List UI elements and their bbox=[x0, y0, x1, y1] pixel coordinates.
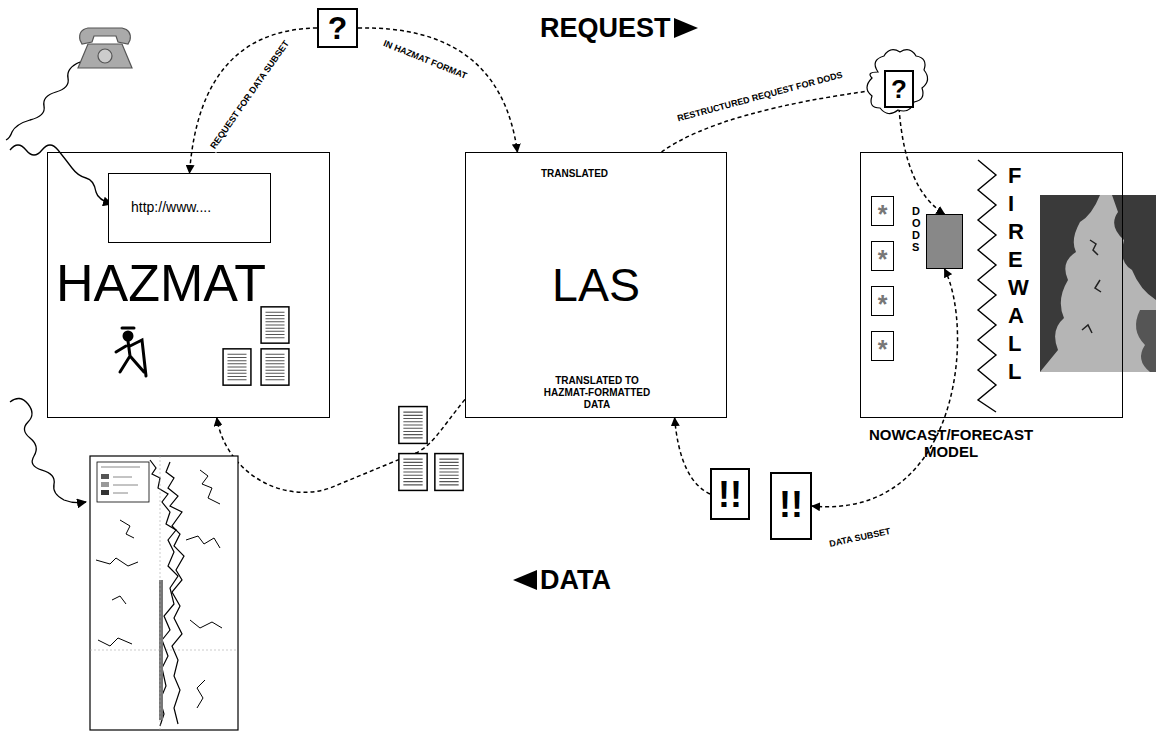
person-icon bbox=[116, 328, 146, 376]
node-text: http://www.... bbox=[131, 198, 211, 216]
firewall-zigzag bbox=[978, 160, 996, 412]
node-text: TRANSLATED TO HAZMAT-FORMATTED DATA bbox=[532, 375, 662, 411]
node-text: ? bbox=[319, 10, 356, 46]
data-cell: * bbox=[871, 241, 894, 271]
system-box: HAZMAT http://www.... bbox=[47, 152, 330, 418]
request-document: ? bbox=[317, 8, 358, 48]
node-text: HAZMAT bbox=[56, 253, 266, 313]
request-document: ? bbox=[884, 70, 914, 108]
flow-connector bbox=[358, 28, 517, 152]
result-map bbox=[90, 456, 238, 730]
connector-label: RESTRUCTURED REQUEST FOR DODS bbox=[674, 69, 845, 125]
flow-connector bbox=[675, 418, 710, 494]
firewall-label: FIREWALL bbox=[1008, 162, 1023, 386]
flow-connector bbox=[217, 399, 465, 492]
node-text: * bbox=[872, 289, 893, 319]
request-cloud bbox=[867, 50, 928, 114]
data-cell: * bbox=[871, 331, 894, 361]
model-box: NOWCAST/FORECAST MODEL****DODS bbox=[860, 152, 1123, 418]
connector-label: DATA SUBSET bbox=[826, 526, 893, 551]
node-text: !! bbox=[772, 484, 810, 526]
document-icons bbox=[223, 307, 463, 491]
flow-connector bbox=[812, 269, 958, 507]
flow-heading: DATA bbox=[540, 564, 611, 596]
node-text: ? bbox=[886, 72, 912, 106]
telephone-icon bbox=[78, 28, 132, 68]
flow-connector bbox=[899, 108, 945, 214]
node-text: NOWCAST/FORECAST MODEL bbox=[861, 426, 1041, 460]
node-text: * bbox=[872, 334, 893, 364]
flow-heading: REQUEST bbox=[540, 12, 671, 44]
dods-server: DODS bbox=[926, 214, 963, 269]
connector-label: REQUEST FOR DATA SUBSET bbox=[207, 37, 293, 153]
bay-map bbox=[1040, 195, 1156, 372]
node-text: !! bbox=[712, 474, 748, 516]
server-box: LAS TRANSLATED TRANSLATED TO HAZMAT-FORMAT… bbox=[465, 152, 727, 418]
data-cell: * bbox=[871, 196, 894, 226]
data-document: !! bbox=[710, 468, 750, 520]
node-text: TRANSLATED bbox=[541, 168, 608, 180]
data-document: !! bbox=[770, 472, 812, 540]
node-text: * bbox=[872, 244, 893, 274]
node-text: * bbox=[872, 199, 893, 229]
url-box: http://www.... bbox=[108, 173, 271, 243]
node-text: LAS bbox=[466, 255, 726, 315]
node-text: DODS bbox=[912, 205, 920, 253]
connector-label: IN HAZMAT FORMAT bbox=[380, 37, 470, 82]
data-cell: * bbox=[871, 286, 894, 316]
